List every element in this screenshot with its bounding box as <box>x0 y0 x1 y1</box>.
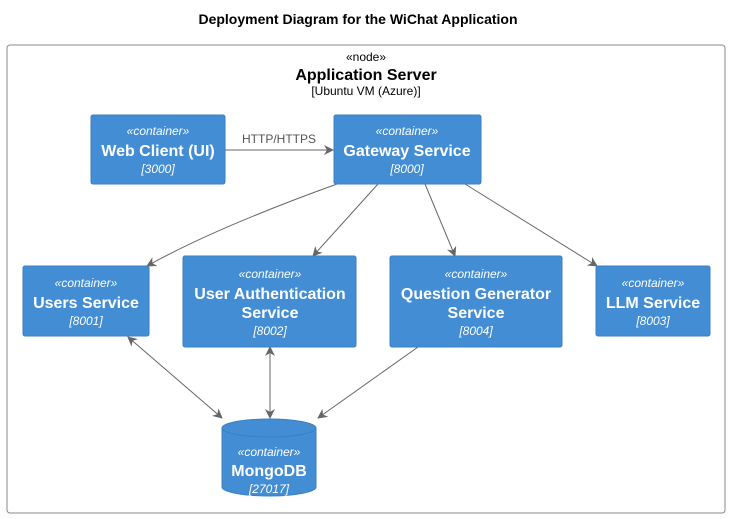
container-users-box <box>22 265 150 337</box>
container-user-authentication-service[interactable]: «container» User Authentication Service … <box>182 255 357 348</box>
node-stereotype: «node» <box>346 50 386 64</box>
container-name: Gateway Service <box>343 143 470 160</box>
container-port: [3000] <box>140 162 175 176</box>
container-stereotype: «container» <box>622 276 685 290</box>
container-name-line2: Service <box>242 305 299 322</box>
container-question-generator-service[interactable]: «container» Question Generator Service [… <box>389 255 563 348</box>
edge-gateway-to-auth <box>312 183 379 257</box>
container-stereotype: «container» <box>238 445 301 459</box>
container-llm-box <box>595 265 711 337</box>
database-cylinder-body <box>221 428 317 497</box>
container-stereotype: «container» <box>445 267 508 281</box>
edge-gateway-to-qgen <box>424 183 457 257</box>
container-stereotype: «container» <box>239 267 302 281</box>
container-port: [8002] <box>252 324 287 338</box>
node-name: Application Server <box>295 67 436 84</box>
container-gateway-box <box>333 114 482 185</box>
container-port: [27017] <box>248 482 290 496</box>
edge-gateway-to-users <box>146 183 338 267</box>
container-auth-box <box>182 255 357 348</box>
container-qgen-box <box>389 255 563 348</box>
container-stereotype: «container» <box>127 124 190 138</box>
container-web-client[interactable]: «container» Web Client (UI) [3000] <box>90 114 226 185</box>
container-port: [8004] <box>458 324 493 338</box>
edge-qgen-to-mongo <box>317 346 419 419</box>
container-stereotype: «container» <box>376 124 439 138</box>
container-port: [8001] <box>68 314 103 328</box>
container-name: LLM Service <box>606 295 700 312</box>
container-name-line1: User Authentication <box>194 286 345 303</box>
container-name: Users Service <box>33 295 139 312</box>
container-name: Web Client (UI) <box>101 143 214 160</box>
container-port: [8000] <box>389 162 424 176</box>
edges: HTTP/HTTPS <box>127 132 598 419</box>
container-users-service[interactable]: «container» Users Service [8001] <box>22 265 150 337</box>
edge-users-mongo <box>127 336 223 419</box>
container-port: [8003] <box>635 314 670 328</box>
edge-gateway-to-llm <box>464 183 598 267</box>
container-gateway-service[interactable]: «container» Gateway Service [8000] <box>333 114 482 185</box>
diagram-title: Deployment Diagram for the WiChat Applic… <box>198 11 517 27</box>
node-technology: [Ubuntu VM (Azure)] <box>311 84 420 98</box>
container-web-client-box <box>90 114 226 185</box>
edge-label-http: HTTP/HTTPS <box>242 132 316 146</box>
container-mongodb[interactable]: «container» MongoDB [27017] <box>221 418 317 497</box>
container-name-line1: Question Generator <box>401 286 551 303</box>
container-name-line2: Service <box>448 305 505 322</box>
database-cylinder-top <box>221 418 317 438</box>
container-name: MongoDB <box>231 463 307 480</box>
container-stereotype: «container» <box>55 276 118 290</box>
container-llm-service[interactable]: «container» LLM Service [8003] <box>595 265 711 337</box>
